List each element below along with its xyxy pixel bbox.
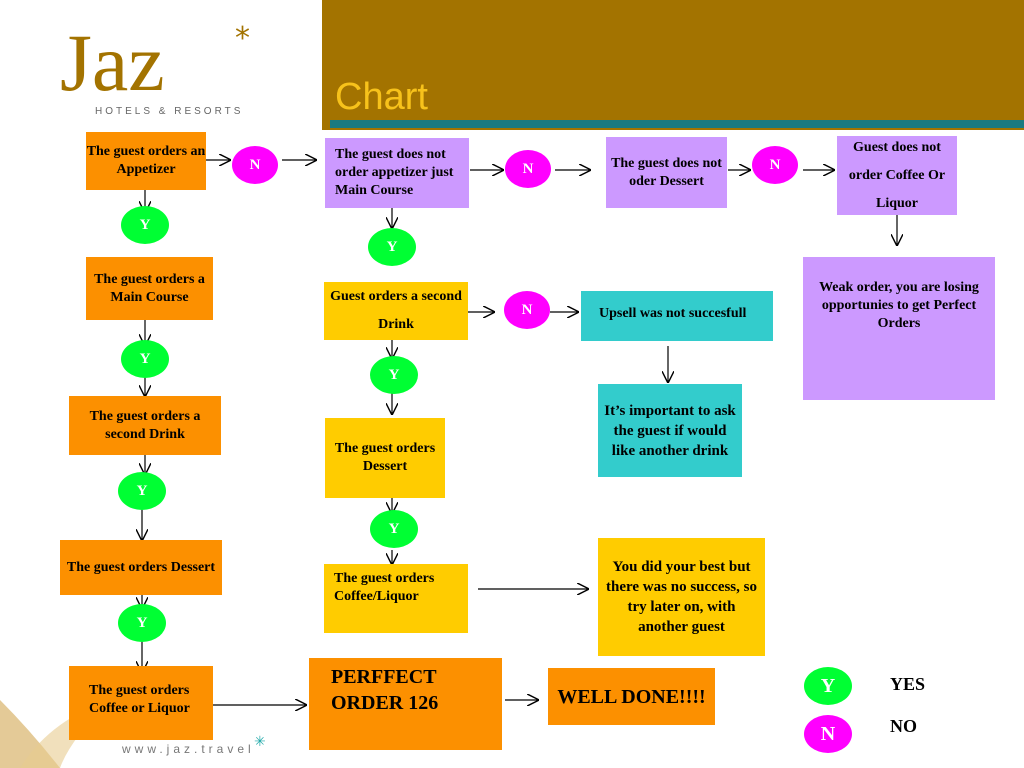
legend-yes-label: YES xyxy=(890,674,926,694)
box-guest-coffee-liquor: The guest orders Coffee/Liquor xyxy=(324,564,468,633)
yes-circle: Y xyxy=(370,510,418,548)
footer-url: www.jaz.travel xyxy=(122,742,255,756)
no-circle: N xyxy=(232,146,278,184)
logo-sub-text: HOTELS & RESORTS xyxy=(95,106,243,117)
logo-main-text: Jaz xyxy=(60,18,165,108)
box-guest-orders-coffee: The guest orders Coffee or Liquor xyxy=(69,666,213,740)
box-guest-orders-second-drink: The guest orders a second Drink xyxy=(69,396,221,455)
legend-no-symbol: N xyxy=(804,715,852,753)
box-important-ask-guest: It’s important to ask the guest if would… xyxy=(598,384,742,477)
legend-yes-symbol: Y xyxy=(804,667,852,705)
box-no-dessert: The guest does not oder Dessert xyxy=(606,137,727,208)
no-circle: N xyxy=(752,146,798,184)
header-accent-line xyxy=(330,120,1024,128)
page-title: Chart xyxy=(335,76,428,118)
box-no-coffee: Guest does not order Coffee Or Liquor xyxy=(837,136,957,215)
svg-text:*: * xyxy=(235,21,250,56)
yes-circle: Y xyxy=(121,206,169,244)
no-circle: N xyxy=(504,291,550,329)
box-well-done: WELL DONE!!!! xyxy=(548,668,715,725)
box-guest-orders-appetizer: The guest orders an Appetizer xyxy=(86,132,206,190)
box-guest-dessert: The guest orders Dessert xyxy=(325,418,445,498)
box-guest-orders-main-course: The guest orders a Main Course xyxy=(86,257,213,320)
box-no-appetizer: The guest does not order appetizer just … xyxy=(325,138,469,208)
yes-circle: Y xyxy=(118,604,166,642)
yes-circle: Y xyxy=(370,356,418,394)
header-band xyxy=(322,0,1024,118)
box-guest-second-drink: Guest orders a second Drink xyxy=(324,282,468,340)
yes-circle: Y xyxy=(118,472,166,510)
yes-circle: Y xyxy=(121,340,169,378)
box-weak-order: Weak order, you are losing opportunies t… xyxy=(803,257,995,400)
legend-no-label: NO xyxy=(890,716,917,736)
box-perfect-order: PERFFECT ORDER 126 xyxy=(309,658,502,750)
jaz-logo: Jaz * HOTELS & RESORTS xyxy=(55,17,270,123)
box-upsell-not-successful: Upsell was not succesfull xyxy=(581,291,773,341)
box-did-your-best: You did your best but there was no succe… xyxy=(598,538,765,656)
no-circle: N xyxy=(505,150,551,188)
box-guest-orders-dessert: The guest orders Dessert xyxy=(60,540,222,595)
yes-circle: Y xyxy=(368,228,416,266)
footer-star-icon: ✳ xyxy=(254,734,266,750)
